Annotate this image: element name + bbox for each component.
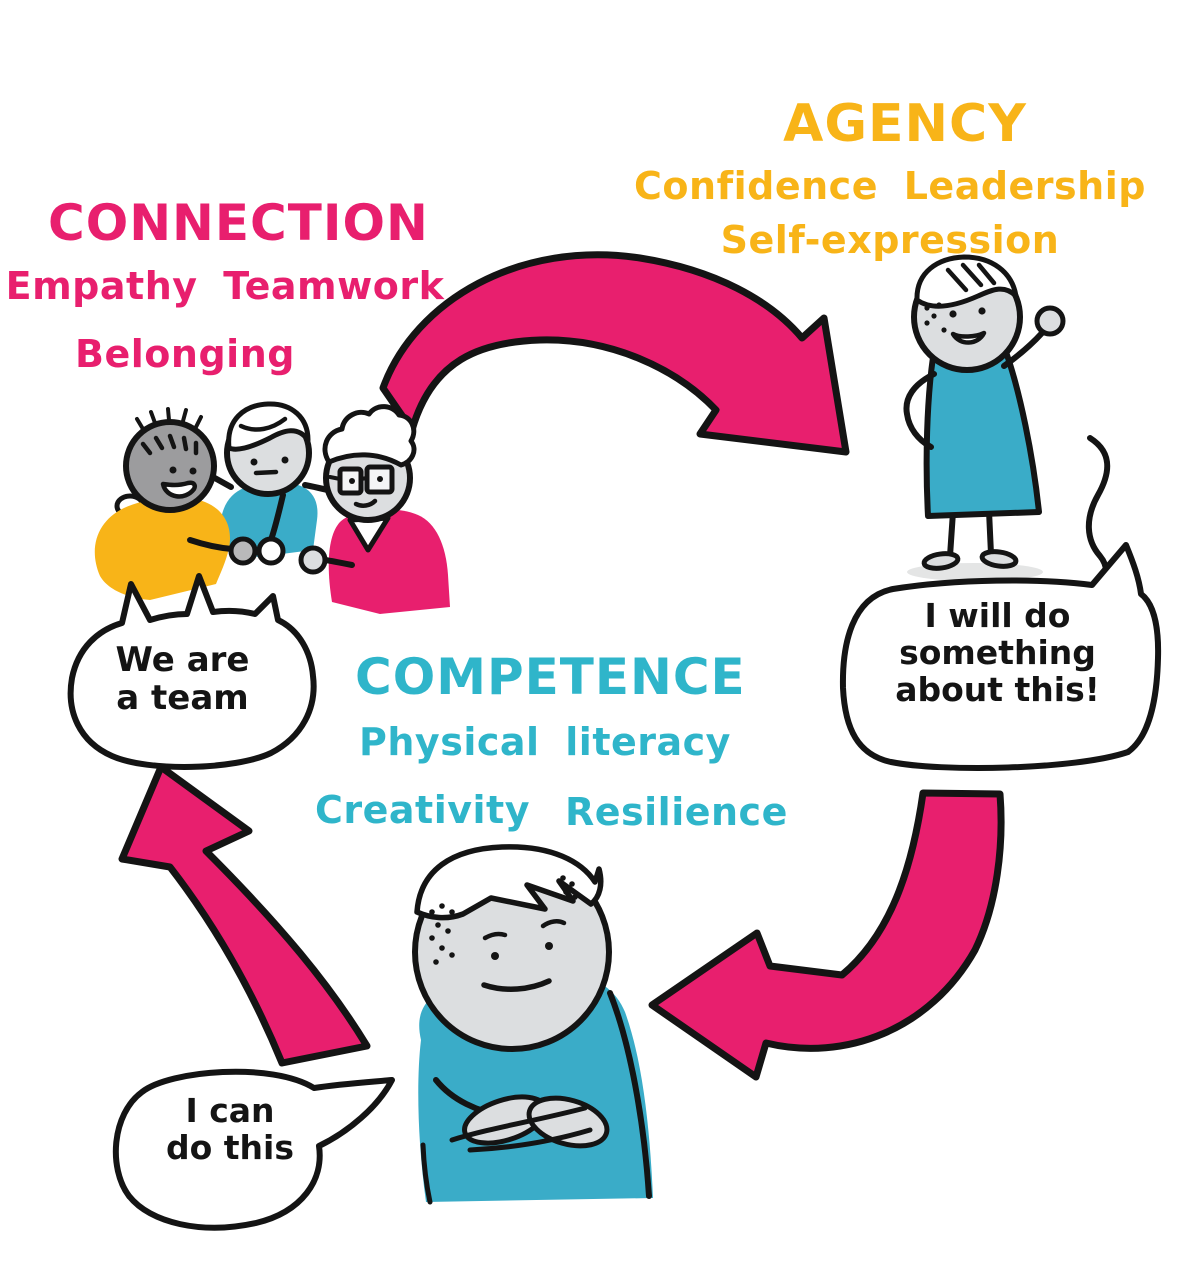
agency-keyword-2: Self-expression xyxy=(720,218,1060,262)
agency-bubble-text: I will do something about this! xyxy=(855,596,1140,709)
arrow-shape xyxy=(118,763,371,1067)
mouth xyxy=(253,469,279,476)
bubble-line: something xyxy=(899,632,1096,672)
eye xyxy=(169,466,177,474)
bubble-shape xyxy=(112,1068,395,1231)
shirt-outline xyxy=(607,990,652,1199)
competence-keyword-1: Physical literacy xyxy=(359,720,731,764)
eye xyxy=(349,478,355,484)
bubble-line: I will do xyxy=(924,596,1071,635)
eye xyxy=(491,952,499,960)
bubble-line: I can xyxy=(185,1091,275,1130)
speech-bubble-agency xyxy=(839,542,1162,771)
arrow-connection-to-agency xyxy=(379,251,850,456)
raised-arm xyxy=(1001,330,1045,369)
mouth xyxy=(160,480,197,499)
middle-kid xyxy=(210,401,337,557)
left-kid xyxy=(94,407,235,600)
leg xyxy=(947,509,956,559)
shirt-outline-left xyxy=(420,1142,433,1205)
bubble-shape xyxy=(67,573,317,770)
shirt xyxy=(94,497,230,600)
crossed-arm-line xyxy=(467,1127,593,1153)
arrow-agency-to-competence xyxy=(648,789,1005,1081)
hair-dashes xyxy=(140,433,199,456)
eye xyxy=(281,456,289,464)
eyebrow xyxy=(540,919,567,929)
eye xyxy=(978,307,986,315)
team-bubble-text: We are a team xyxy=(75,641,290,717)
arm-on-hip xyxy=(903,371,937,450)
connection-title: CONNECTION xyxy=(48,194,429,252)
arrow-shape xyxy=(379,251,850,456)
bubble-line: do this xyxy=(165,1127,294,1167)
eye xyxy=(377,476,383,482)
bubble-line: about this! xyxy=(895,669,1100,709)
eye xyxy=(949,310,957,318)
hair-spikes xyxy=(135,407,203,431)
arm-around-left xyxy=(210,474,234,490)
competence-keyword-3: Resilience xyxy=(565,790,788,834)
agency-keyword-1: Confidence Leadership xyxy=(634,164,1146,208)
connection-keyword-1: Empathy Teamwork xyxy=(5,264,445,308)
bottom-kid-character xyxy=(412,844,653,1205)
bubble-line: a team xyxy=(116,678,249,719)
mouth-smirk xyxy=(481,978,552,992)
arrow-shape xyxy=(648,789,1005,1081)
speech-bubble-competence xyxy=(112,1068,395,1231)
mouth xyxy=(950,330,987,345)
mouth xyxy=(353,498,378,508)
bubble-shape xyxy=(839,542,1162,771)
fist-middle xyxy=(256,536,286,566)
foot xyxy=(921,551,961,571)
freckles xyxy=(924,302,947,333)
competence-bubble-text: I can do this xyxy=(135,1091,325,1167)
hair xyxy=(914,254,1019,309)
hair-swoosh xyxy=(414,844,604,921)
kids-team-group xyxy=(94,401,450,614)
hand xyxy=(526,1095,610,1149)
competence-keyword-2: Creativity xyxy=(315,788,530,832)
foot xyxy=(979,549,1019,569)
leg xyxy=(986,508,994,557)
competence-title: COMPETENCE xyxy=(355,648,746,706)
dress xyxy=(923,346,1042,519)
freckles xyxy=(429,875,578,965)
hair-fringe xyxy=(945,262,997,293)
standing-kid-character xyxy=(903,254,1066,581)
curly-hair xyxy=(322,404,417,468)
bubble-line: We are xyxy=(115,640,250,680)
glasses-bridge xyxy=(328,475,369,481)
crossed-arm-line xyxy=(449,1105,588,1143)
agency-title: AGENCY xyxy=(783,94,1027,154)
eye xyxy=(545,942,553,950)
hair-fringe xyxy=(238,416,288,432)
connection-keyword-2: Belonging xyxy=(75,332,295,376)
arrow-competence-to-connection xyxy=(118,763,371,1067)
speech-bubble-team xyxy=(67,573,317,770)
right-kid xyxy=(322,404,450,614)
fist-left xyxy=(228,536,258,566)
raised-fist xyxy=(1034,305,1066,337)
eye xyxy=(250,458,258,466)
eyebrow xyxy=(482,931,508,941)
eye xyxy=(189,467,197,475)
fist-right xyxy=(298,545,328,575)
